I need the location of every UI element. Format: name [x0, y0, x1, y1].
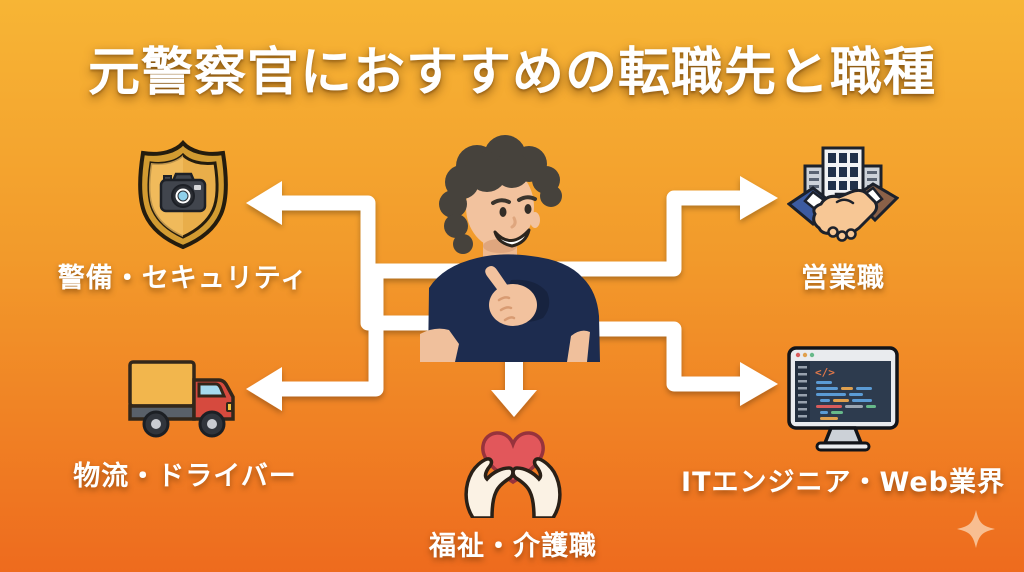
- item-logistics: 物流・ドライバー: [40, 356, 330, 493]
- security-label: 警備・セキュリティ: [57, 263, 309, 294]
- item-welfare: 福祉・介護職: [381, 422, 645, 563]
- handshake-building-icon: [787, 146, 899, 242]
- arrow-to-logistics: [246, 263, 480, 411]
- person-face-features: [491, 195, 537, 248]
- hands-holding-heart-icon: [464, 431, 562, 518]
- arrow-to-security: [246, 181, 480, 331]
- arrow-to-sales: [552, 176, 778, 277]
- it-label: ITエンジニア・Web業界: [681, 467, 1005, 498]
- code-monitor-icon: </>: [787, 346, 899, 452]
- camera-glyph: [159, 172, 207, 213]
- item-it: </> ITエンジニア・Web業界: [659, 344, 1024, 499]
- person-illustration: [420, 135, 600, 362]
- person-hair: [439, 135, 562, 254]
- item-security: 警備・セキュリティ: [38, 140, 328, 295]
- welfare-label: 福祉・介護職: [429, 531, 597, 562]
- code-tag-glyph: </>: [815, 366, 835, 379]
- page-title: 元警察官におすすめの転職先と職種: [87, 43, 936, 103]
- delivery-truck-icon: [128, 360, 235, 438]
- arrow-to-it: [552, 321, 778, 406]
- right-hand-glyph: [511, 457, 562, 518]
- handshake-glyph: [787, 182, 899, 242]
- logistics-label: 物流・ドライバー: [73, 461, 297, 492]
- left-hand-glyph: [464, 457, 515, 518]
- person-pointing-hand: [485, 266, 550, 326]
- sparkle-icon: [957, 510, 995, 548]
- shield-camera-icon: [138, 140, 228, 250]
- item-sales: 営業職: [698, 142, 988, 295]
- sales-label: 営業職: [801, 263, 885, 294]
